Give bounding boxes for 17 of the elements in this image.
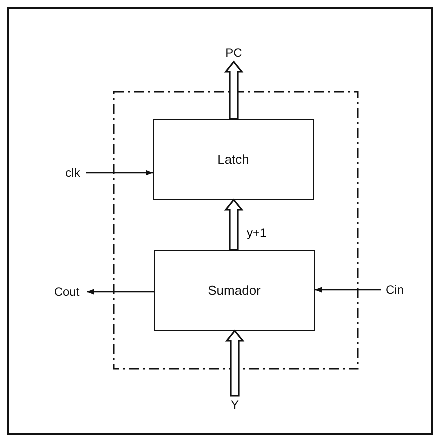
signal-label: PC <box>222 44 246 62</box>
signal-label: clk <box>60 164 86 182</box>
edge-label: y+1 <box>246 226 268 240</box>
dash-dot-boundary <box>113 91 359 370</box>
signal-label: Cout <box>47 283 87 301</box>
signal-label: Y <box>227 396 243 414</box>
block-title: Latch <box>218 152 250 167</box>
bus-arrow <box>224 198 244 251</box>
signal-label: Cin <box>381 281 409 299</box>
arrow <box>86 170 153 176</box>
arrow <box>315 287 381 293</box>
bus-arrow <box>225 330 245 397</box>
arrow <box>87 289 154 295</box>
bus-arrow <box>224 60 244 120</box>
block-box <box>154 250 315 331</box>
block-box <box>153 119 314 200</box>
block-title: Sumador <box>208 283 261 298</box>
